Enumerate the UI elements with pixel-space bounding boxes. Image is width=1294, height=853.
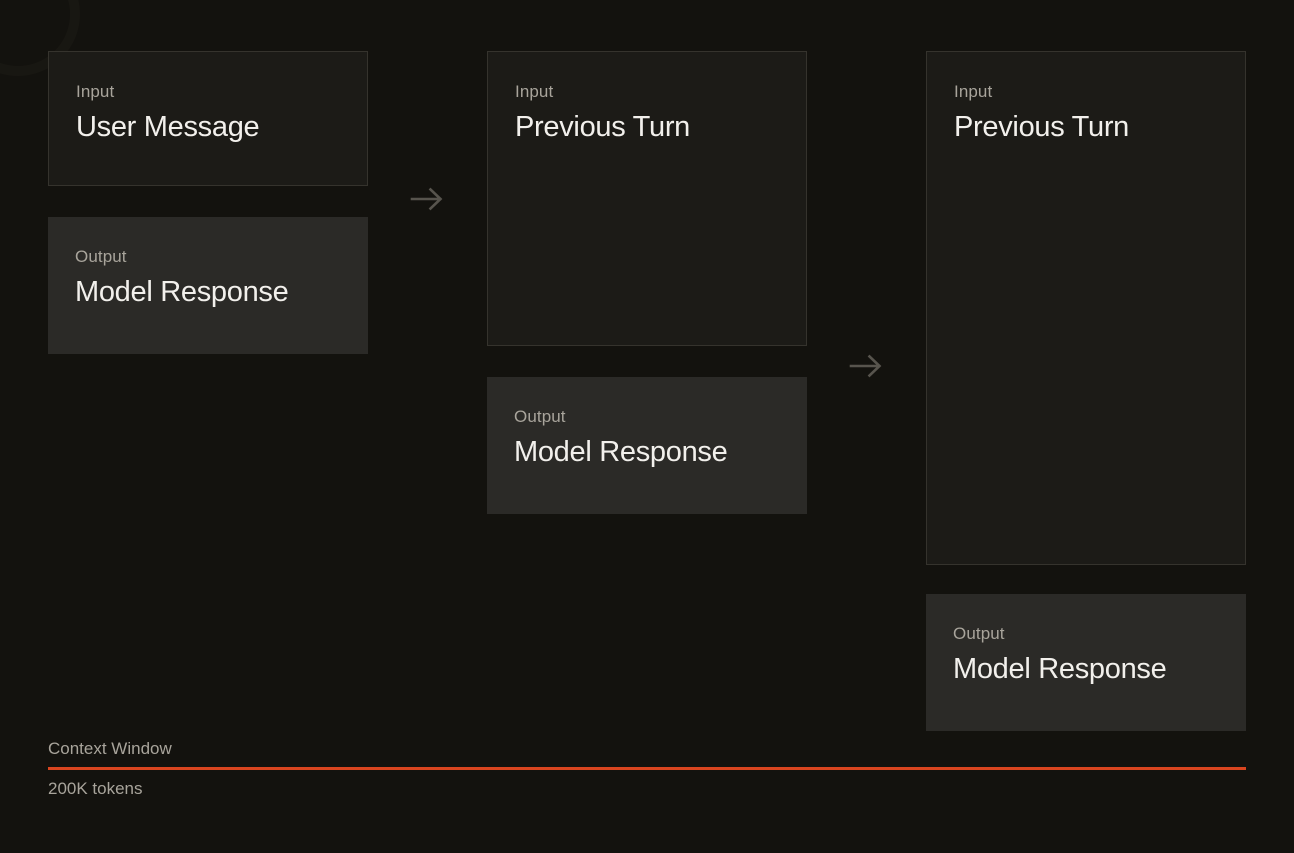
turn-1-input-value: User Message xyxy=(76,111,260,143)
turn-2-input-label: Input xyxy=(515,82,554,101)
arrow-turn-2-to-3 xyxy=(846,346,886,386)
turn-1-input-box[interactable]: Input User Message xyxy=(48,51,368,186)
turn-1-output-box[interactable]: Output Model Response xyxy=(48,217,368,354)
context-window-indicator: Context Window 200K tokens xyxy=(48,738,1246,800)
arrow-right-icon xyxy=(849,353,883,379)
context-window-rule xyxy=(48,767,1246,770)
turn-column-2: Input Previous Turn Output Model Respons… xyxy=(487,51,807,514)
turn-column-3: Input Previous Turn Output Model Respons… xyxy=(926,51,1246,731)
turn-column-1: Input User Message Output Model Response xyxy=(48,51,368,354)
context-window-size: 200K tokens xyxy=(48,779,143,798)
arrow-right-icon xyxy=(410,186,444,212)
arrow-turn-1-to-2 xyxy=(407,179,447,219)
context-window-label: Context Window xyxy=(48,739,172,758)
turn-2-input-box[interactable]: Input Previous Turn xyxy=(487,51,807,346)
turn-2-input-value: Previous Turn xyxy=(515,111,691,143)
turn-1-output-value: Model Response xyxy=(75,276,289,308)
turn-1-input-label: Input xyxy=(76,82,115,101)
turn-3-output-label: Output xyxy=(953,624,1005,643)
turn-2-output-value: Model Response xyxy=(514,436,728,468)
turn-3-input-value: Previous Turn xyxy=(954,111,1130,143)
turn-3-output-value: Model Response xyxy=(953,653,1167,685)
turn-1-output-label: Output xyxy=(75,247,127,266)
turn-2-output-label: Output xyxy=(514,407,566,426)
turn-3-output-box[interactable]: Output Model Response xyxy=(926,594,1246,731)
turn-2-output-box[interactable]: Output Model Response xyxy=(487,377,807,514)
turn-3-input-box[interactable]: Input Previous Turn xyxy=(926,51,1246,565)
turn-3-input-label: Input xyxy=(954,82,993,101)
